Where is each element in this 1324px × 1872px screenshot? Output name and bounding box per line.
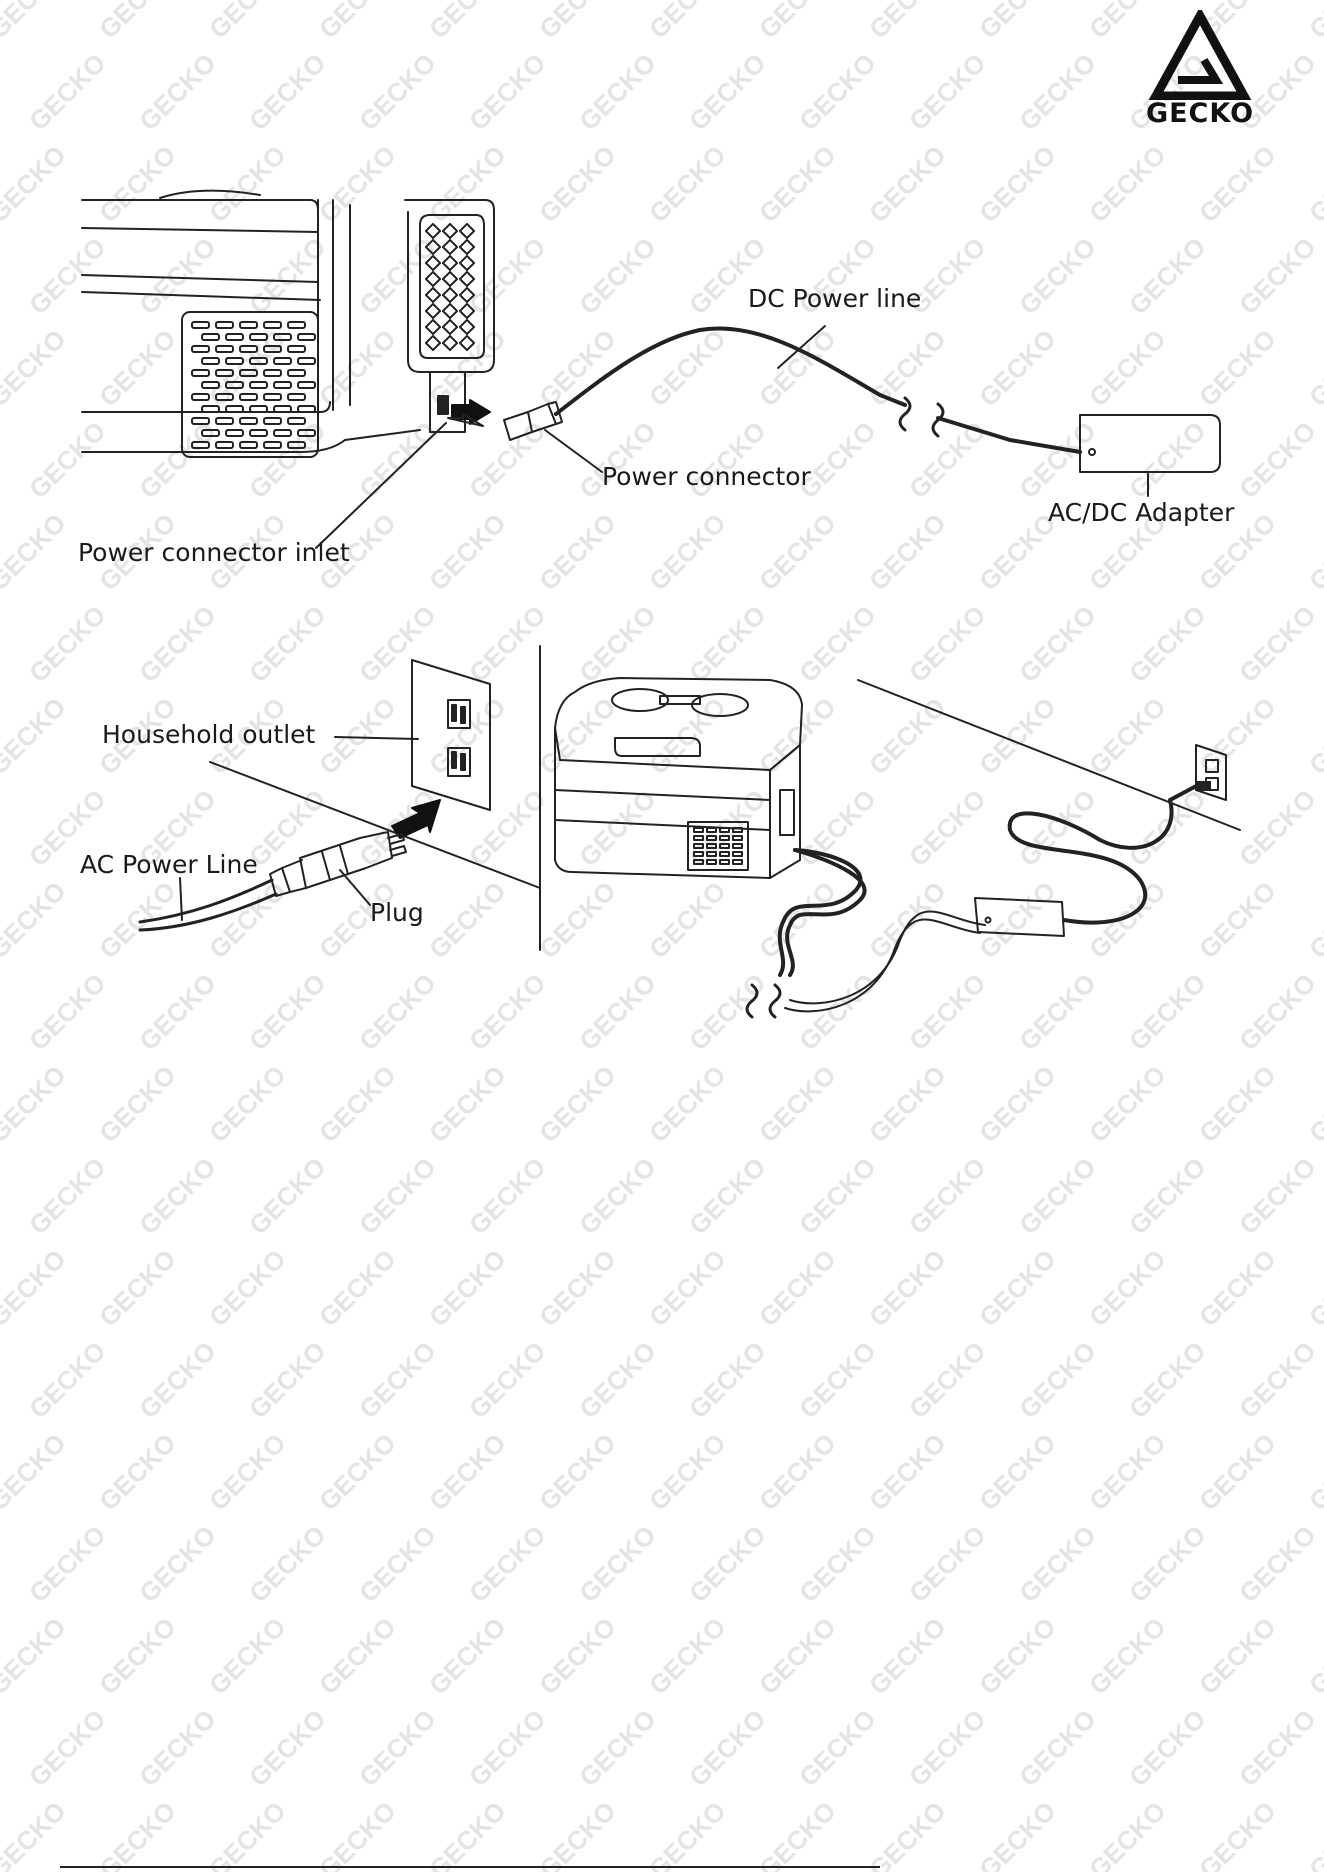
label-ac-dc-adapter: AC/DC Adapter (1048, 498, 1235, 527)
cooler-side-grille (693, 827, 743, 865)
ac-dc-adapter-top (1079, 414, 1221, 473)
cooler-side-illustration (81, 189, 495, 458)
brand-logo: GECKO (1140, 6, 1260, 135)
wall-outlet-right (1195, 744, 1227, 801)
gecko-triangle-icon (1148, 6, 1252, 101)
ac-dc-adapter-bottom (974, 897, 1065, 937)
dc-power-line-cable (554, 326, 1082, 454)
dc-cable-coiled (777, 848, 867, 977)
label-plug: Plug (370, 898, 424, 927)
footer-rule (60, 1866, 880, 1868)
label-power-connector: Power connector (602, 462, 811, 491)
ac-cable-loops (1007, 782, 1202, 925)
label-dc-power-line: DC Power line (748, 284, 922, 313)
ac-plug (269, 831, 407, 897)
insert-arrow-top (447, 399, 491, 427)
label-household-outlet: Household outlet (102, 720, 316, 749)
cooler-connected-illustration (554, 677, 803, 879)
vent-grille (191, 222, 476, 449)
brand-wordmark: GECKO (1145, 98, 1255, 129)
dc-power-connector (503, 401, 563, 441)
label-power-connector-inlet: Power connector inlet (78, 538, 350, 567)
label-ac-power-line: AC Power Line (80, 850, 258, 879)
ac-power-line-cable (138, 878, 278, 932)
household-outlet-illustration (411, 659, 491, 811)
